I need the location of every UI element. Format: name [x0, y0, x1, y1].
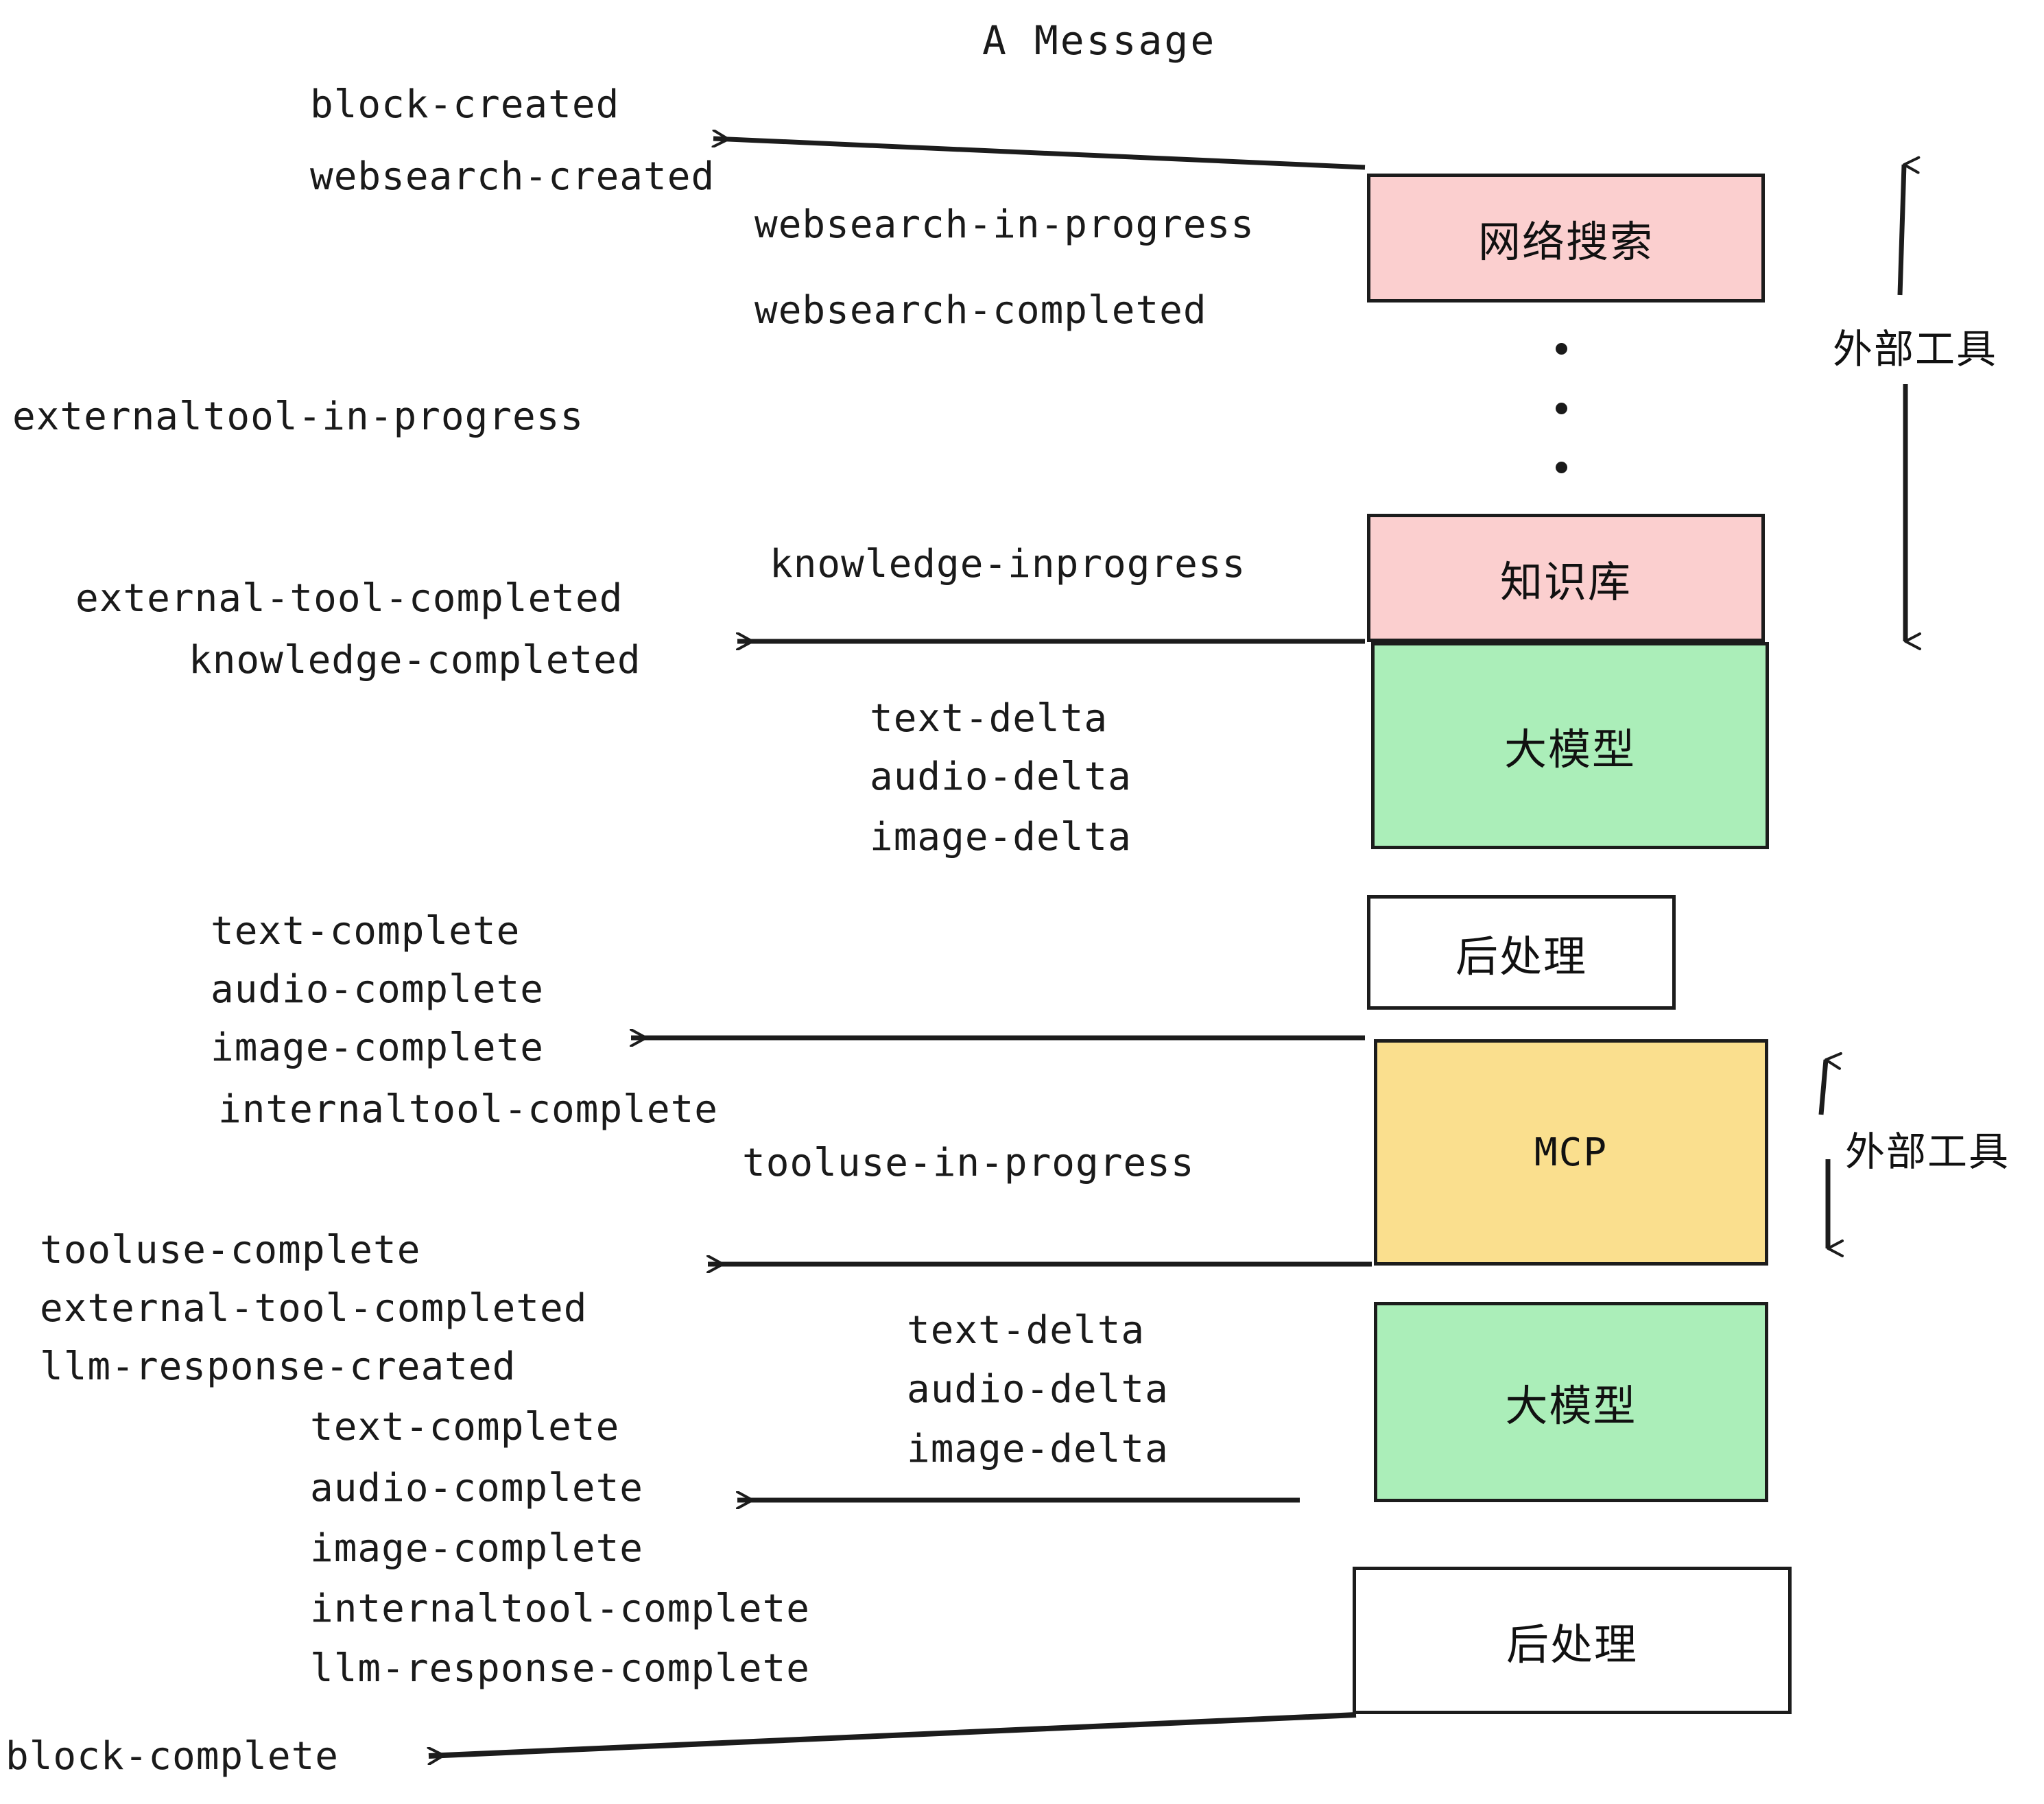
event-label-text-delta-2: text-delta — [907, 1308, 1145, 1353]
event-label-audio-complete-1: audio-complete — [211, 967, 545, 1012]
event-label-block-created: block-created — [310, 82, 620, 127]
node-box-label: 大模型 — [1505, 1381, 1637, 1431]
event-label-websearch-in-progress: websearch-in-progress — [754, 202, 1255, 247]
event-label-tooluse-complete: tooluse-complete — [40, 1228, 421, 1272]
arrow-external-tools-top-up — [1897, 156, 1921, 296]
node-box-llm-2[interactable]: 大模型 — [1374, 1302, 1768, 1502]
arrow-websearch-to-block-created — [713, 139, 1366, 170]
ellipsis-dot — [1556, 462, 1567, 473]
event-label-external-tool-completed: external-tool-completed — [75, 576, 623, 621]
arrow-external-tools-bottom-up — [1818, 1052, 1842, 1115]
event-label-websearch-created: websearch-created — [310, 154, 715, 199]
node-box-websearch[interactable]: 网络搜索 — [1367, 174, 1765, 302]
event-label-knowledge-completed: knowledge-completed — [189, 638, 641, 683]
event-label-websearch-completed: websearch-completed — [754, 288, 1207, 333]
arrow-postprocess2-to-block-complete — [429, 1712, 1357, 1756]
node-box-label: 网络搜索 — [1477, 217, 1654, 267]
event-label-llm-response-created: llm-response-created — [40, 1344, 516, 1389]
node-box-mcp[interactable]: MCP — [1374, 1039, 1768, 1266]
event-label-external-tool-completed-2: external-tool-completed — [40, 1286, 588, 1331]
event-label-image-delta-1: image-delta — [870, 815, 1132, 859]
event-label-audio-delta-2: audio-delta — [907, 1367, 1169, 1412]
node-box-postprocess-1[interactable]: 后处理 — [1367, 895, 1676, 1010]
node-box-llm-1[interactable]: 大模型 — [1371, 642, 1769, 849]
node-box-postprocess-2[interactable]: 后处理 — [1353, 1567, 1792, 1714]
side-label-external-tools-top: 外部工具 — [1833, 326, 1998, 372]
event-label-text-complete-2: text-complete — [310, 1405, 620, 1449]
node-box-label: MCP — [1534, 1130, 1608, 1175]
event-label-knowledge-inprogress: knowledge-inprogress — [770, 542, 1246, 586]
event-label-image-delta-2: image-delta — [907, 1427, 1169, 1471]
node-box-label: 后处理 — [1506, 1619, 1638, 1670]
event-label-internaltool-complete-2: internaltool-complete — [310, 1587, 811, 1631]
vertical-ellipsis-icon — [1556, 343, 1567, 473]
event-label-block-complete: block-complete — [5, 1734, 340, 1779]
event-label-image-complete-2: image-complete — [310, 1526, 644, 1571]
event-label-audio-complete-2: audio-complete — [310, 1466, 644, 1510]
event-label-externaltool-in-progress: externaltool-in-progress — [12, 394, 584, 439]
node-box-label: 后处理 — [1455, 931, 1587, 982]
side-label-external-tools-bottom: 外部工具 — [1845, 1128, 2010, 1175]
event-label-tooluse-in-progress: tooluse-in-progress — [742, 1141, 1195, 1185]
ellipsis-dot — [1556, 402, 1567, 414]
node-box-label: 大模型 — [1504, 724, 1636, 774]
event-label-internaltool-complete-1: internaltool-complete — [218, 1087, 719, 1132]
event-label-llm-response-complete: llm-response-complete — [310, 1646, 811, 1691]
page-title: A Message — [982, 17, 1217, 64]
node-box-label: 知识库 — [1499, 556, 1632, 607]
event-label-audio-delta-1: audio-delta — [870, 755, 1132, 799]
event-label-image-complete-1: image-complete — [211, 1025, 545, 1070]
node-box-knowledge[interactable]: 知识库 — [1367, 514, 1765, 642]
event-label-text-delta-1: text-delta — [870, 696, 1108, 741]
ellipsis-dot — [1556, 343, 1567, 355]
event-label-text-complete-1: text-complete — [211, 909, 521, 953]
